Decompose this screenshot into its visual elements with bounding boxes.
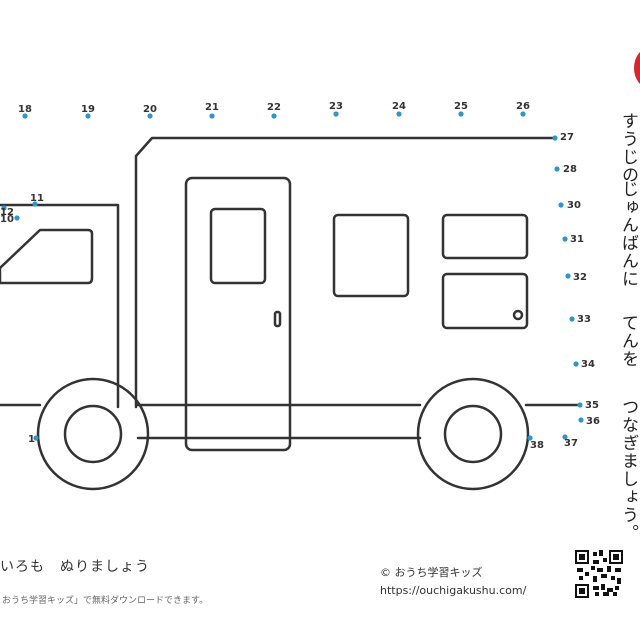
dot-number-label: 33 xyxy=(577,314,591,325)
dot-marker xyxy=(562,434,568,440)
dot-27: 27 xyxy=(552,132,574,143)
dot-number-label: 22 xyxy=(267,102,281,113)
dot-marker xyxy=(85,113,91,119)
dot-number-label: 23 xyxy=(329,101,343,112)
coloring-prompt: いろも ぬりましょう xyxy=(0,559,150,575)
dot-19: 19 xyxy=(81,104,95,119)
dot-marker xyxy=(333,111,339,117)
dot-marker xyxy=(562,236,568,242)
dot-number-label: 21 xyxy=(205,102,219,113)
dot-18: 18 xyxy=(18,104,32,119)
front-wheel-outer xyxy=(36,377,150,491)
dot-22: 22 xyxy=(267,102,281,119)
truck-roof-outline xyxy=(134,136,557,409)
dot-28: 28 xyxy=(554,164,577,175)
dot-23: 23 xyxy=(329,101,343,117)
dot-marker xyxy=(552,135,558,141)
dot-number-label: 12 xyxy=(0,207,14,218)
dot-marker xyxy=(271,113,277,119)
truck-cab-window xyxy=(0,228,94,285)
red-circle-icon xyxy=(634,48,640,88)
dot-number-label: 34 xyxy=(581,359,595,370)
instruction-line-4: つなぎましょう。 xyxy=(618,398,638,542)
dot-marker xyxy=(520,111,526,117)
dot-20: 20 xyxy=(143,104,157,119)
truck-storage-knob xyxy=(512,309,524,321)
dot-number-label: 28 xyxy=(563,164,577,175)
dot-marker xyxy=(527,435,533,441)
dot-marker xyxy=(147,113,153,119)
rear-wheel-outer xyxy=(416,377,530,491)
dot-marker xyxy=(32,201,38,207)
dot-21: 21 xyxy=(205,102,219,119)
dot-number-label: 20 xyxy=(143,104,157,115)
truck-door-handle xyxy=(273,310,282,328)
dot-24: 24 xyxy=(392,101,406,117)
dot-number-label: 38 xyxy=(530,440,544,451)
dot-marker xyxy=(569,316,575,322)
dot-37: 37 xyxy=(562,434,578,449)
dot-38: 38 xyxy=(527,435,544,451)
dot-32: 32 xyxy=(565,272,587,283)
dot-marker xyxy=(578,417,584,423)
dot-number-label: 19 xyxy=(81,104,95,115)
dot-number-label: 35 xyxy=(585,400,599,411)
dot-marker xyxy=(209,113,215,119)
dot-number-label: 37 xyxy=(564,438,578,449)
truck-door xyxy=(184,176,292,452)
truck-drawing xyxy=(0,136,582,491)
download-note: おうち学習キッズ」で無料ダウンロードできます。 xyxy=(2,596,209,606)
dot-33: 33 xyxy=(569,314,591,325)
dot-number-label: 26 xyxy=(516,101,530,112)
dot-number-label: 10 xyxy=(0,214,14,225)
dot-30: 30 xyxy=(558,200,581,211)
dot-number-label: 31 xyxy=(570,234,584,245)
dot-number-label: 18 xyxy=(18,104,32,115)
dot-number-label: 36 xyxy=(586,416,600,427)
rear-wheel-hub xyxy=(443,404,503,464)
copyright-text: © おうち学習キッズ xyxy=(380,566,483,579)
dot-number-label: 30 xyxy=(567,200,581,211)
dot-marker xyxy=(22,113,28,119)
instruction-line-2: じゅんばんに xyxy=(618,180,638,288)
dot-layer: 1 10 11 12 18 19 20 21 22 23 24 25 26 27 28 30 31 32 33 34 3… xyxy=(0,101,600,451)
dot-31: 31 xyxy=(562,234,584,245)
dot-number-label: 27 xyxy=(560,132,574,143)
truck-door-window xyxy=(209,207,267,285)
site-url-link[interactable]: https://ouchigakushu.com/ xyxy=(380,584,527,597)
dot-number-label: 24 xyxy=(392,101,406,112)
dot-marker xyxy=(33,435,39,441)
dot-marker xyxy=(458,111,464,117)
dot-25: 25 xyxy=(454,101,468,117)
dot-marker xyxy=(1,205,7,211)
dot-36: 36 xyxy=(578,416,600,427)
truck-side-window xyxy=(332,213,410,298)
dot-number-label: 32 xyxy=(573,272,587,283)
instruction-line-3: てんを xyxy=(618,314,638,368)
truck-upper-vent xyxy=(441,213,529,260)
dot-marker xyxy=(554,166,560,172)
dot-1: 1 xyxy=(28,434,39,445)
dot-marker xyxy=(14,215,20,221)
dot-12: 12 xyxy=(0,205,14,218)
dot-11: 11 xyxy=(30,193,44,207)
dot-10: 10 xyxy=(0,214,20,225)
truck-storage-door xyxy=(441,272,529,330)
dot-26: 26 xyxy=(516,101,530,117)
dot-marker xyxy=(577,402,583,408)
dot-34: 34 xyxy=(573,359,595,370)
truck-cab-outline xyxy=(0,203,120,409)
front-wheel-hub xyxy=(63,404,123,464)
dot-number-label: 25 xyxy=(454,101,468,112)
dot-marker xyxy=(396,111,402,117)
instruction-line-1: すうじの xyxy=(618,112,638,184)
qr-code-icon[interactable] xyxy=(575,550,623,598)
dot-number-label: 1 xyxy=(28,434,35,445)
dot-marker xyxy=(558,202,564,208)
dot-number-label: 11 xyxy=(30,193,44,204)
dot-marker xyxy=(565,273,571,279)
dot-marker xyxy=(573,361,579,367)
dot-35: 35 xyxy=(577,400,599,411)
